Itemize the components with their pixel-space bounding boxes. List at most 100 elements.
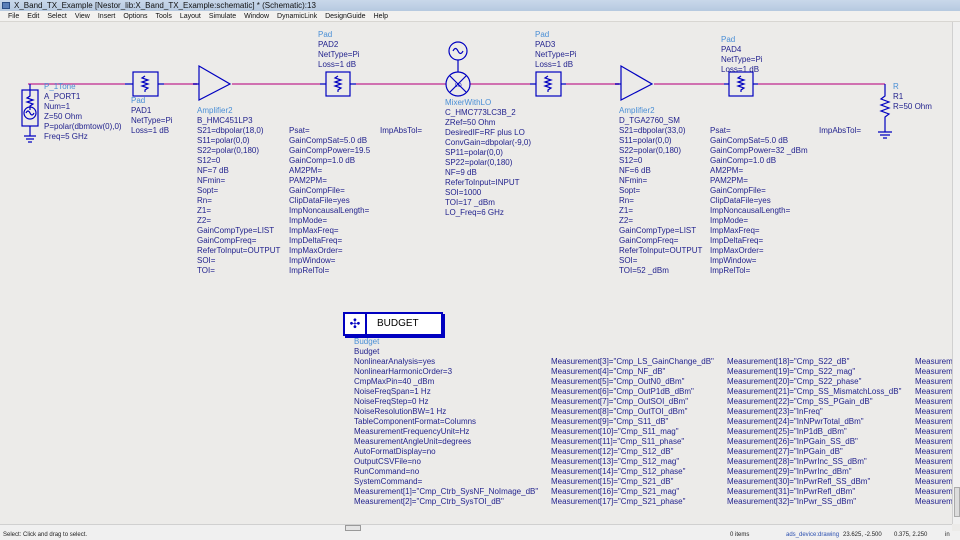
pad3-symbol[interactable] <box>530 71 566 97</box>
param-line: Measurem <box>915 437 952 446</box>
amplifier2-symbol[interactable] <box>615 64 654 101</box>
param-line: Loss=1 dB <box>318 60 357 69</box>
param-line: ImpMaxOrder= <box>289 246 343 255</box>
param-line: PAM2PM= <box>710 176 748 185</box>
resistor-r1-symbol[interactable] <box>878 84 892 139</box>
param-line: NetType=Pi <box>535 50 577 59</box>
param-line: Z1= <box>197 206 212 215</box>
param-line: NetType=Pi <box>131 116 173 125</box>
param-line: AM2PM= <box>710 166 744 175</box>
param-line: Measurement[23]="InFreq" <box>727 407 823 416</box>
pad2-symbol[interactable] <box>320 71 356 97</box>
param-line: ImpMode= <box>710 216 749 225</box>
param-line: MeasurementAngleUnit=degrees <box>354 437 472 446</box>
pad1-symbol[interactable] <box>125 71 164 97</box>
param-line: Sopt= <box>197 186 219 195</box>
param-line: ClipDataFile=yes <box>289 196 350 205</box>
param-line: Z2= <box>619 216 634 225</box>
param-line: Measurem <box>915 387 952 396</box>
budget-icon: ✣ <box>345 314 367 334</box>
param-line: NoiseResolutionBW=1 Hz <box>354 407 447 416</box>
param-line: Z1= <box>619 206 634 215</box>
param-line: PAM2PM= <box>289 176 327 185</box>
param-line: PAD4 <box>721 45 742 54</box>
param-line: Measurem <box>915 457 952 466</box>
status-coords2: 0.375, 2.250 <box>894 532 928 538</box>
param-line: Rn= <box>619 196 634 205</box>
menu-file[interactable]: File <box>8 13 20 20</box>
param-line: GainComp=1.0 dB <box>289 156 356 165</box>
status-coords1: 23.625, -2.500 <box>843 532 882 538</box>
param-line: GainCompFreq= <box>619 236 679 245</box>
param-line: NetType=Pi <box>318 50 360 59</box>
menu-options[interactable]: Options <box>123 13 148 20</box>
mixer-type: MixerWithLO <box>445 98 492 107</box>
param-line: SP22=polar(0,180) <box>445 158 513 167</box>
horizontal-scroll-thumb[interactable] <box>345 525 361 531</box>
pad4-symbol[interactable] <box>724 71 758 97</box>
param-line: NonlinearAnalysis=yes <box>354 357 436 366</box>
param-line: ImpDeltaFreq= <box>710 236 764 245</box>
param-line: SOI=1000 <box>445 188 482 197</box>
horizontal-scrollbar[interactable] <box>0 524 952 531</box>
param-line: GainCompType=LIST <box>197 226 275 235</box>
param-line: ReferToInput=INPUT <box>445 178 520 187</box>
mixer-symbol[interactable] <box>445 41 471 97</box>
param-line: Measurement[12]="Cmp_S12_dB" <box>551 447 674 456</box>
param-line: S12=0 <box>197 156 221 165</box>
param-line: GainCompFile= <box>289 186 345 195</box>
vertical-scroll-thumb[interactable] <box>954 487 960 517</box>
param-line: NFmin= <box>619 176 648 185</box>
status-message: Select: Click and drag to select. <box>3 532 88 538</box>
param-line: S22=polar(0,180) <box>619 146 682 155</box>
param-line: ImpAbsTol= <box>819 126 862 135</box>
menu-help[interactable]: Help <box>373 13 388 20</box>
menu-select[interactable]: Select <box>47 13 67 20</box>
param-line: ConvGain=dbpolar(-9,0) <box>445 138 532 147</box>
param-line: Loss=1 dB <box>535 60 574 69</box>
param-line: Rn= <box>197 196 212 205</box>
param-line: LO_Freq=6 GHz <box>445 208 504 217</box>
menu-designguide[interactable]: DesignGuide <box>325 13 366 20</box>
amplifier1-symbol[interactable] <box>193 64 232 101</box>
vertical-scrollbar[interactable] <box>952 22 960 524</box>
param-list: Measurement[3]="Cmp_LS_GainChange_dB"Mea… <box>551 357 714 507</box>
param-list: Measurement[18]="Cmp_S22_dB"Measurement[… <box>727 357 901 507</box>
param-line: NF=7 dB <box>197 166 229 175</box>
param-line: S21=dbpolar(33,0) <box>619 126 686 135</box>
param-line: Loss=1 dB <box>131 126 170 135</box>
param-line: RunCommand=no <box>354 467 420 476</box>
menu-edit[interactable]: Edit <box>27 13 40 20</box>
param-line: GainCompFreq= <box>197 236 257 245</box>
param-line: Measurement[14]="Cmp_S12_phase" <box>551 467 686 476</box>
param-line: GainCompPower=32 _dBm <box>710 146 808 155</box>
param-line: D_TGA2760_SM <box>619 116 680 125</box>
port-source-symbol[interactable] <box>21 84 39 143</box>
status-context: ads_device:drawing <box>786 532 840 538</box>
budget-col3: Measurement[18]="Cmp_S22_dB"Measurement[… <box>727 357 901 507</box>
param-line: NF=6 dB <box>619 166 651 175</box>
menu-window[interactable]: Window <box>244 13 270 20</box>
budget-controller[interactable]: ✣ BUDGET <box>343 312 443 336</box>
amp2-params-col3: ImpAbsTol= <box>819 126 861 136</box>
menu-view[interactable]: View <box>74 13 90 20</box>
menu-layout[interactable]: Layout <box>179 13 201 20</box>
menu-insert[interactable]: Insert <box>97 13 116 20</box>
menu-tools[interactable]: Tools <box>155 13 172 20</box>
param-line: OutputCSVFile=no <box>354 457 421 466</box>
param-line: NFmin= <box>197 176 226 185</box>
menu-dynamiclink[interactable]: DynamicLink <box>277 13 318 20</box>
param-line: Measurem <box>915 487 952 496</box>
window-title: X_Band_TX_Example [Nestor_lib:X_Band_TX_… <box>14 1 316 10</box>
param-list: ImpAbsTol= <box>380 126 422 136</box>
param-line: Measurement[4]="Cmp_NF_dB" <box>551 367 666 376</box>
menu-simulate[interactable]: Simulate <box>208 13 237 20</box>
